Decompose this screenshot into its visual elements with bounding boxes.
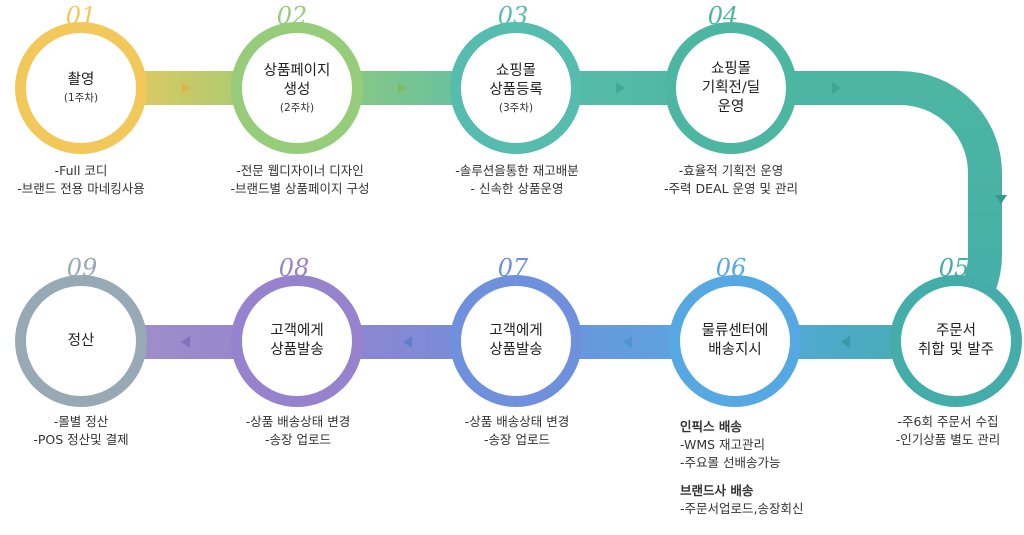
- step-number-08: 08: [278, 254, 310, 282]
- arrow-right-icon: [398, 82, 407, 94]
- step-number-09: 09: [66, 254, 98, 282]
- arrow-right-icon: [182, 82, 191, 94]
- desc-line: -솔루션을통한 재고배분: [455, 163, 579, 178]
- step-description-02: -전문 웹디자이너 디자인 -브랜드별 상품페이지 구성: [212, 162, 388, 198]
- step-title: 쇼핑몰 상품등록: [489, 62, 543, 98]
- step-title: 고객에게 상품발송: [489, 323, 543, 358]
- step-description-04: -효율적 기획전 운영 -주력 DEAL 운영 및 관리: [640, 162, 822, 198]
- step-title: 정산: [67, 332, 95, 349]
- step-description-09: -몰별 정산 -POS 정산및 결제: [8, 413, 154, 449]
- step-circle-07: 고객에게 상품발송: [461, 286, 571, 396]
- desc-line: - 신속한 상품운영: [470, 181, 564, 196]
- step-description-01: -Full 코디 -브랜드 전용 마네킹사용: [6, 162, 156, 198]
- step-circle-06: 물류센터에 배송지시: [680, 286, 790, 396]
- desc-line: -POS 정산및 결제: [33, 432, 129, 447]
- step-circle-04: 쇼핑몰 기획전/딜 운영: [676, 33, 786, 143]
- step-subtitle: (3주차): [498, 101, 534, 114]
- desc-line: -브랜드별 상품페이지 구성: [230, 181, 370, 196]
- arrow-left-icon: [403, 336, 412, 348]
- step-title: 상품페이지 생성: [263, 62, 331, 98]
- step-circle-02: 상품페이지 생성 (2주차): [242, 33, 352, 143]
- arrow-right-icon: [616, 82, 625, 94]
- desc-group-heading: 브랜드사 배송: [680, 483, 754, 498]
- step-title: 주문서 취합 및 발주: [918, 323, 994, 358]
- step-circle-09: 정산: [26, 286, 136, 396]
- step-circle-08: 고객에게 상품발송: [242, 286, 352, 396]
- step-title: 촬영: [67, 72, 95, 88]
- step-number-02: 02: [276, 2, 308, 30]
- arrow-right-icon: [832, 82, 841, 94]
- desc-line: -주요몰 선배송가능: [680, 455, 781, 470]
- arrow-down-icon: [995, 195, 1007, 204]
- step-title: 쇼핑몰 기획전/딜 운영: [701, 60, 761, 115]
- desc-line: -주6회 주문서 수집: [897, 414, 999, 429]
- desc-line: -브랜드 전용 마네킹사용: [17, 181, 145, 196]
- desc-line: -상품 배송상태 변경: [245, 414, 351, 429]
- desc-line: -주력 DEAL 운영 및 관리: [664, 181, 798, 196]
- desc-line: -인기상품 별도 관리: [895, 432, 1001, 447]
- desc-line: -Full 코디: [54, 163, 108, 178]
- step-description-06: 인픽스 배송 -WMS 재고관리 -주요몰 선배송가능 브랜드사 배송 -주문서…: [680, 418, 850, 518]
- arrow-left-icon: [841, 336, 850, 348]
- desc-line: -몰별 정산: [53, 414, 109, 429]
- step-circle-03: 쇼핑몰 상품등록 (3주차): [461, 33, 571, 143]
- step-circle-01: 촬영 (1주차): [26, 33, 136, 143]
- desc-line: -전문 웹디자이너 디자인: [236, 163, 364, 178]
- step-title: 물류센터에 배송지시: [701, 323, 769, 358]
- desc-line: -효율적 기획전 운영: [678, 163, 784, 178]
- arrow-left-icon: [181, 336, 190, 348]
- step-number-01: 01: [65, 2, 97, 30]
- step-subtitle: (1주차): [63, 92, 99, 104]
- arrow-left-icon: [623, 336, 632, 348]
- desc-group-heading: 인픽스 배송: [680, 419, 742, 434]
- step-number-05: 05: [938, 254, 970, 282]
- step-circle-05: 주문서 취합 및 발주: [901, 286, 1011, 396]
- desc-line: -송장 업로드: [265, 432, 331, 447]
- step-subtitle: (2주차): [279, 101, 315, 114]
- desc-line: -WMS 재고관리: [680, 437, 766, 452]
- desc-line: -주문서업로드,송장회신: [680, 501, 804, 516]
- step-number-03: 03: [497, 2, 529, 30]
- step-description-03: -솔루션을통한 재고배분 - 신속한 상품운영: [432, 162, 602, 198]
- step-title: 고객에게 상품발송: [270, 323, 324, 358]
- step-number-04: 04: [707, 2, 739, 30]
- step-description-08: -상품 배송상태 변경 -송장 업로드: [217, 413, 379, 449]
- step-description-05: -주6회 주문서 수집 -인기상품 별도 관리: [872, 413, 1024, 449]
- step-number-07: 07: [497, 254, 529, 282]
- step-number-06: 06: [715, 254, 747, 282]
- desc-line: -상품 배송상태 변경: [464, 414, 570, 429]
- step-description-07: -상품 배송상태 변경 -송장 업로드: [436, 413, 598, 449]
- desc-line: -송장 업로드: [484, 432, 550, 447]
